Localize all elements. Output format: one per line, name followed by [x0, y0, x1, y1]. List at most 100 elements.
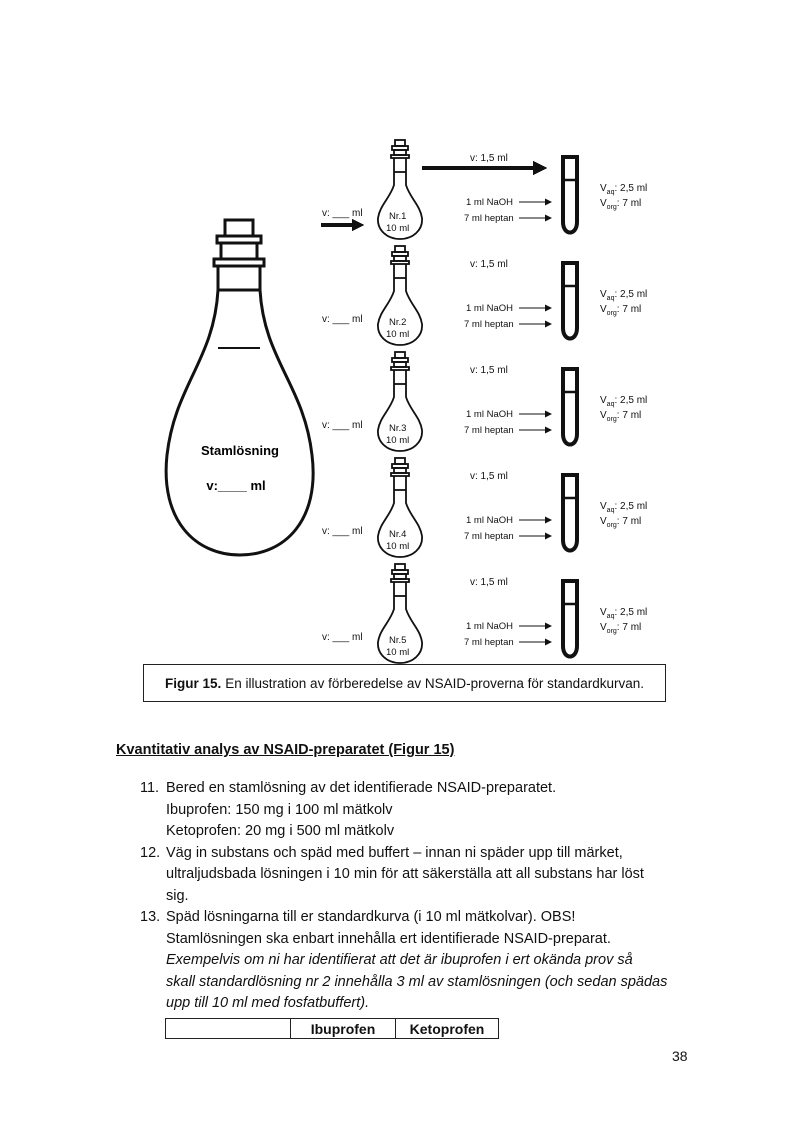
- heptane-label: 7 ml heptan: [464, 637, 514, 648]
- value: : 2,5 ml: [614, 501, 647, 512]
- value: : 7 ml: [617, 304, 641, 315]
- symbol: V: [600, 198, 607, 209]
- subscript: org: [607, 204, 617, 211]
- step-list: 11. Bered en stamlösning av det identifi…: [140, 778, 700, 1015]
- step-line: sig.: [166, 887, 189, 904]
- heptane-label: 7 ml heptan: [464, 319, 514, 330]
- heptane-label: 7 ml heptan: [464, 531, 514, 542]
- step-12: 12. Väg in substans och späd med buffert…: [140, 843, 700, 908]
- value: : 7 ml: [617, 198, 641, 209]
- subscript: aq: [607, 401, 615, 408]
- step-line: Ibuprofen: 150 mg i 100 ml mätkolv: [166, 801, 393, 818]
- step-number: 13.: [140, 909, 161, 925]
- step-line: ultraljudsbada lösningen i 10 min för at…: [166, 866, 644, 882]
- flask-volume-label: 10 ml: [386, 435, 409, 446]
- test-tube-icon: [561, 261, 579, 341]
- caption-text: En illustration av förberedelse av NSAID…: [225, 675, 644, 691]
- caption-label: Figur 15.: [165, 675, 222, 691]
- subscript: aq: [607, 295, 615, 302]
- section-heading: Kvantitativ analys av NSAID-preparatet (…: [116, 742, 455, 758]
- transfer-volume-label: v: 1,5 ml: [470, 577, 508, 588]
- symbol: V: [600, 183, 607, 194]
- naoh-label: 1 ml NaOH: [466, 303, 513, 314]
- input-volume-label: v: ___ ml: [322, 420, 363, 431]
- subscript: org: [607, 310, 617, 317]
- table-header-cell: Ketoprofen: [395, 1018, 499, 1039]
- test-tube-icon: [561, 579, 579, 659]
- volumetric-flask-icon: [377, 351, 423, 452]
- flask-number-label: Nr.4: [389, 529, 406, 540]
- subscript: aq: [607, 507, 615, 514]
- test-tube-icon: [561, 155, 579, 235]
- stock-flask-icon: [164, 218, 315, 557]
- input-arrowhead-icon: [352, 219, 364, 231]
- volumetric-flask-icon: [377, 563, 423, 664]
- amounts-table: Ibuprofen Ketoprofen: [165, 1018, 499, 1039]
- value: : 2,5 ml: [614, 607, 647, 618]
- subscript: org: [607, 416, 617, 423]
- symbol: V: [600, 395, 607, 406]
- value: : 2,5 ml: [614, 183, 647, 194]
- symbol: V: [600, 607, 607, 618]
- test-tube-icon: [561, 473, 579, 553]
- aqueous-volume-label: Vaq: 2,5 ml: [600, 395, 647, 408]
- figure-caption: Figur 15. En illustration av förberedels…: [143, 664, 666, 702]
- flask-volume-label: 10 ml: [386, 223, 409, 234]
- value: : 2,5 ml: [614, 395, 647, 406]
- symbol: V: [600, 410, 607, 421]
- transfer-volume-label: v: 1,5 ml: [470, 365, 508, 376]
- step-example-line: upp till 10 ml med fosfatbuffert).: [166, 995, 370, 1011]
- subscript: aq: [607, 189, 615, 196]
- table-header-row: Ibuprofen Ketoprofen: [165, 1018, 499, 1039]
- page-number: 38: [672, 1048, 688, 1064]
- step-example-line: Exempelvis om ni har identifierat att de…: [166, 952, 633, 968]
- heptane-label: 7 ml heptan: [464, 425, 514, 436]
- subscript: org: [607, 522, 617, 529]
- flask-number-label: Nr.2: [389, 317, 406, 328]
- organic-volume-label: Vorg: 7 ml: [600, 622, 641, 635]
- step-number: 11.: [140, 780, 160, 796]
- naoh-label: 1 ml NaOH: [466, 197, 513, 208]
- step-number: 12.: [140, 844, 161, 861]
- naoh-label: 1 ml NaOH: [466, 409, 513, 420]
- stock-label: Stamlösning: [201, 443, 279, 458]
- dilution-row: v: ___ ml Nr.5 10 ml v: 1,5 ml 1 ml NaOH 7 ml…: [321, 161, 647, 664]
- aqueous-volume-label: Vaq: 2,5 ml: [600, 289, 647, 302]
- aqueous-volume-label: Vaq: 2,5 ml: [600, 501, 647, 514]
- symbol: V: [600, 289, 607, 300]
- subscript: org: [607, 628, 617, 635]
- dilution-row: v: ___ ml Nr.2 10 ml v: 1,5 ml 1 ml NaOH 7 ml…: [321, 161, 647, 346]
- flask-number-label: Nr.1: [389, 211, 406, 222]
- transfer-volume-label: v: 1,5 ml: [470, 471, 508, 482]
- organic-volume-label: Vorg: 7 ml: [600, 410, 641, 423]
- value: : 7 ml: [617, 622, 641, 633]
- flask-number-label: Nr.3: [389, 423, 406, 434]
- step-line: Späd lösningarna till er standardkurva (…: [166, 909, 576, 925]
- volumetric-flask-icon: [377, 139, 423, 240]
- input-volume-label: v: ___ ml: [322, 208, 363, 219]
- transfer-arrowhead-icon: [533, 161, 547, 175]
- step-line: Väg in substans och späd med buffert – i…: [166, 844, 623, 861]
- input-volume-label: v: ___ ml: [322, 632, 363, 643]
- organic-volume-label: Vorg: 7 ml: [600, 304, 641, 317]
- symbol: V: [600, 516, 607, 527]
- value: : 2,5 ml: [614, 289, 647, 300]
- volumetric-flask-icon: [377, 245, 423, 346]
- flask-number-label: Nr.5: [389, 635, 406, 646]
- transfer-volume-label: v: 1,5 ml: [470, 259, 508, 270]
- table-header-cell: [165, 1018, 291, 1039]
- organic-volume-label: Vorg: 7 ml: [600, 198, 641, 211]
- step-example-line: skall standardlösning nr 2 innehålla 3 m…: [166, 973, 668, 990]
- input-volume-label: v: ___ ml: [322, 526, 363, 537]
- naoh-label: 1 ml NaOH: [466, 621, 513, 632]
- symbol: V: [600, 622, 607, 633]
- symbol: V: [600, 304, 607, 315]
- step-13: 13. Späd lösningarna till er standardkur…: [140, 907, 700, 1015]
- value: : 7 ml: [617, 410, 641, 421]
- stock-volume: v:____ ml: [206, 478, 265, 493]
- step-line: Bered en stamlösning av det identifierad…: [166, 780, 557, 796]
- aqueous-volume-label: Vaq: 2,5 ml: [600, 607, 647, 620]
- heptane-label: 7 ml heptan: [464, 213, 514, 224]
